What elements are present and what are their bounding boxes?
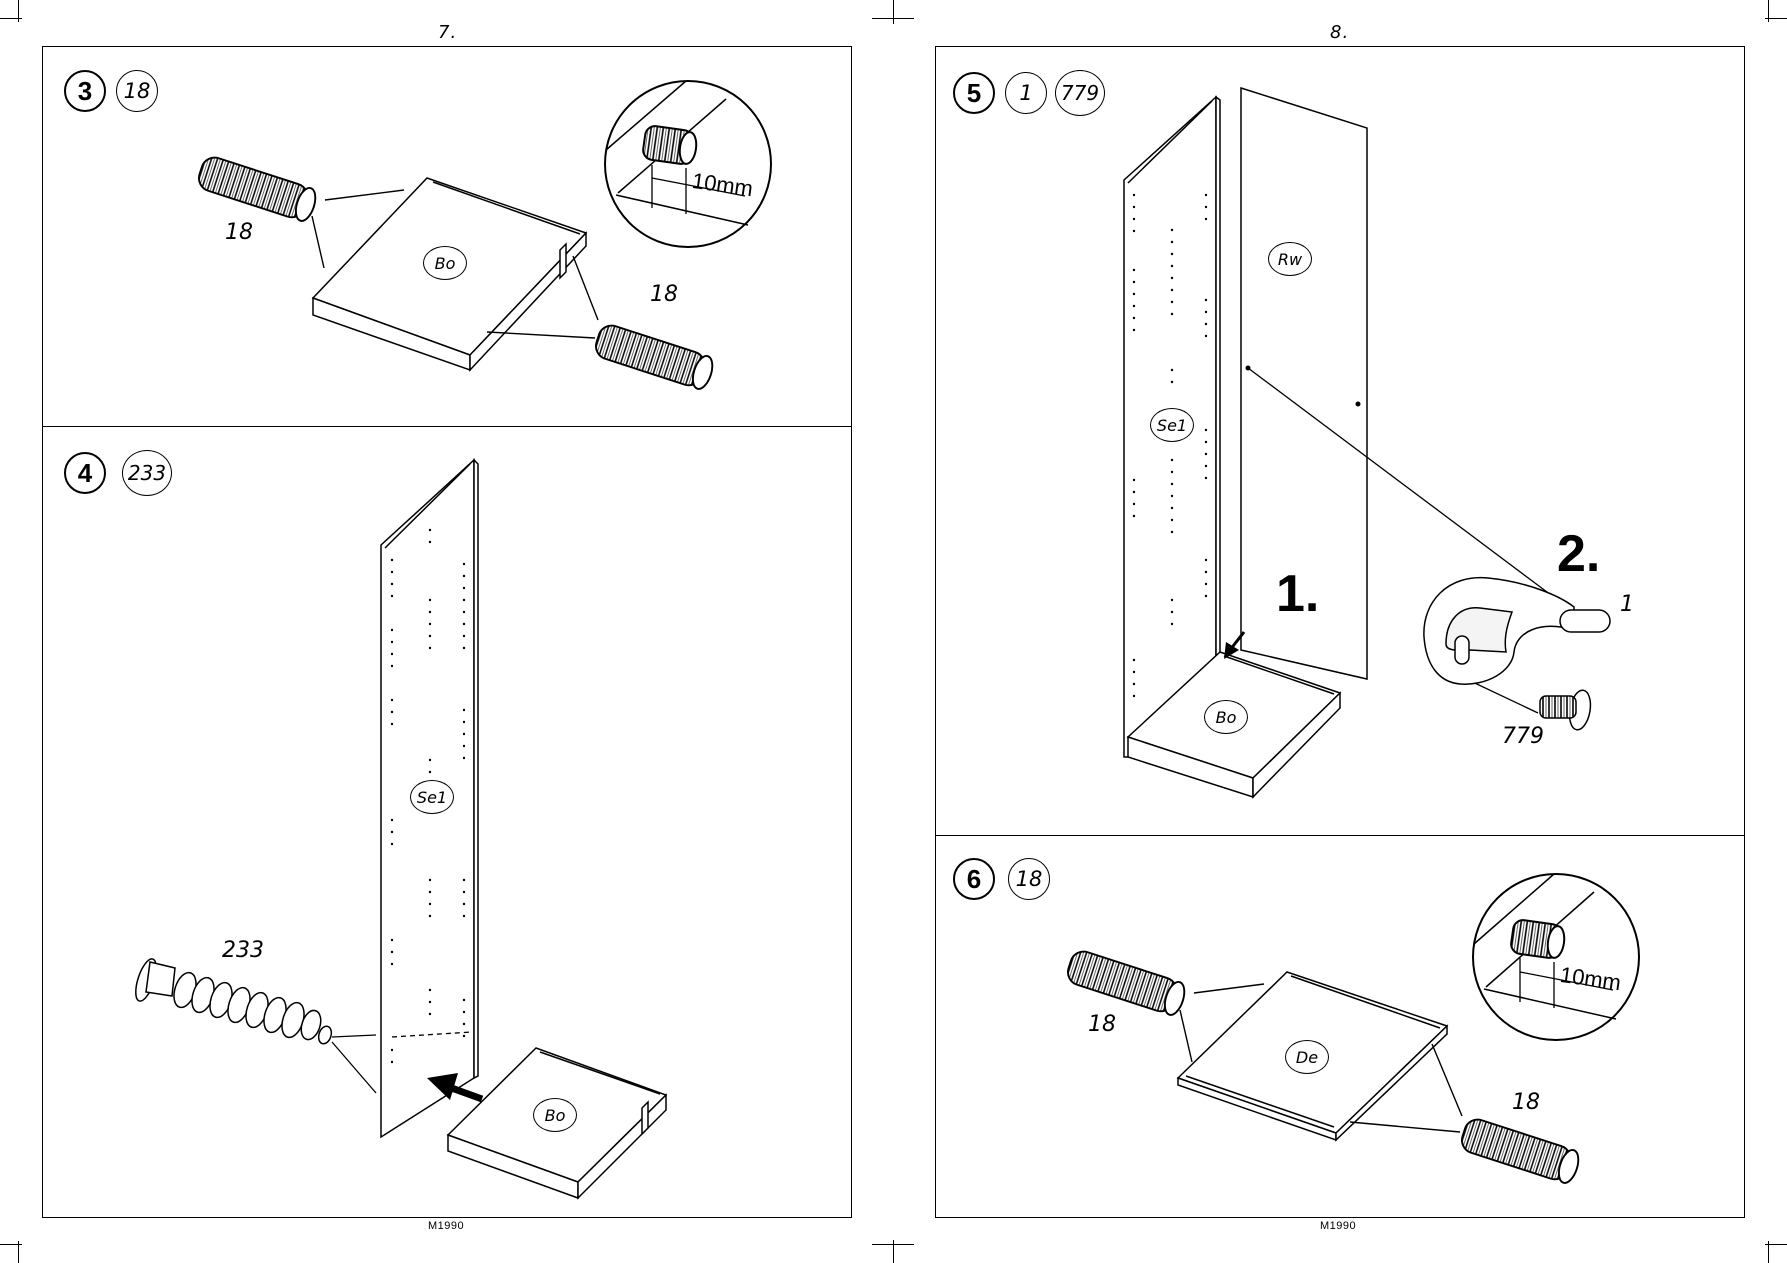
- step4-bottom-board-tag: Bo: [533, 1098, 577, 1132]
- crop-mark: [872, 1244, 914, 1245]
- step3-part-badge: 18: [116, 70, 158, 112]
- step6-dowel-label-right: 18: [1512, 1090, 1540, 1115]
- step5-back-panel-tag: Rw: [1268, 242, 1312, 276]
- step5-bracket-label: 1: [1620, 592, 1634, 617]
- crop-mark: [18, 0, 19, 22]
- step6-panel-tag: De: [1285, 1040, 1329, 1074]
- step5-back-panel: [1240, 86, 1368, 680]
- step5-bottom-board-tag: Bo: [1204, 700, 1248, 734]
- step5-arrow-down: [1224, 631, 1246, 659]
- right-page-frame: [935, 46, 1745, 1218]
- page-number-left: 7.: [438, 22, 458, 43]
- step5-screw-label: 779: [1502, 724, 1544, 749]
- step3-number-badge: 3: [64, 70, 106, 112]
- step5-cam-screw: [1539, 689, 1592, 731]
- step4-connector-bolt: [135, 958, 333, 1045]
- step5-side-panel-tag: Se1: [1150, 408, 1194, 442]
- step4-number-badge: 4: [64, 452, 106, 494]
- step5-part-badge-1: 1: [1005, 72, 1047, 114]
- crop-mark: [1768, 0, 1769, 22]
- crop-mark: [0, 18, 22, 19]
- footer-code-right: M1990: [1320, 1220, 1357, 1232]
- step6-leader-lines: [1179, 983, 1463, 1133]
- crop-mark: [18, 1241, 19, 1263]
- step3-dowel-label-right: 18: [650, 282, 678, 307]
- step3-leader-lines: [311, 189, 599, 339]
- crop-mark: [0, 1244, 22, 1245]
- step3-detail-circle: [604, 80, 772, 248]
- step5-sequence-1: 1.: [1276, 565, 1320, 623]
- step5-sequence-2: 2.: [1557, 525, 1601, 583]
- crop-mark: [893, 0, 894, 24]
- step6-dowel-left: [1063, 947, 1189, 1019]
- step5-bracket: [1423, 576, 1611, 685]
- crop-mark: [1765, 18, 1787, 19]
- left-page-frame: [42, 46, 852, 1218]
- step4-leader-lines: [331, 1031, 473, 1094]
- step6-dowel-right: [1457, 1115, 1583, 1187]
- right-step-divider: [935, 835, 1745, 836]
- step6-part-badge: 18: [1008, 858, 1050, 900]
- left-step-divider: [42, 426, 852, 427]
- crop-mark: [872, 18, 914, 19]
- step4-side-panel-tag: Se1: [410, 780, 454, 814]
- step5-number-badge: 5: [953, 72, 995, 114]
- step6-number-badge: 6: [953, 858, 995, 900]
- step3-dowel-left: [194, 153, 320, 225]
- step3-dowel-right: [591, 321, 717, 393]
- crop-mark: [1765, 1244, 1787, 1245]
- crop-mark: [893, 1240, 894, 1263]
- step4-part-badge: 233: [122, 450, 172, 496]
- step3-dowel-label-left: 18: [225, 220, 253, 245]
- footer-code-left: M1990: [428, 1220, 465, 1232]
- step3-panel-tag: Bo: [423, 246, 467, 280]
- step5-part-badge-779: 779: [1055, 70, 1105, 116]
- step6-detail-circle: [1472, 873, 1640, 1041]
- step4-bolt-label: 233: [222, 938, 264, 963]
- step4-panel-holes: [390, 528, 466, 1064]
- crop-mark: [1768, 1241, 1769, 1263]
- step4-insert-arrow: [427, 1073, 484, 1103]
- page-number-right: 8.: [1330, 22, 1350, 43]
- step6-dowel-label-left: 18: [1088, 1012, 1116, 1037]
- step5-panel-holes: [1132, 193, 1361, 698]
